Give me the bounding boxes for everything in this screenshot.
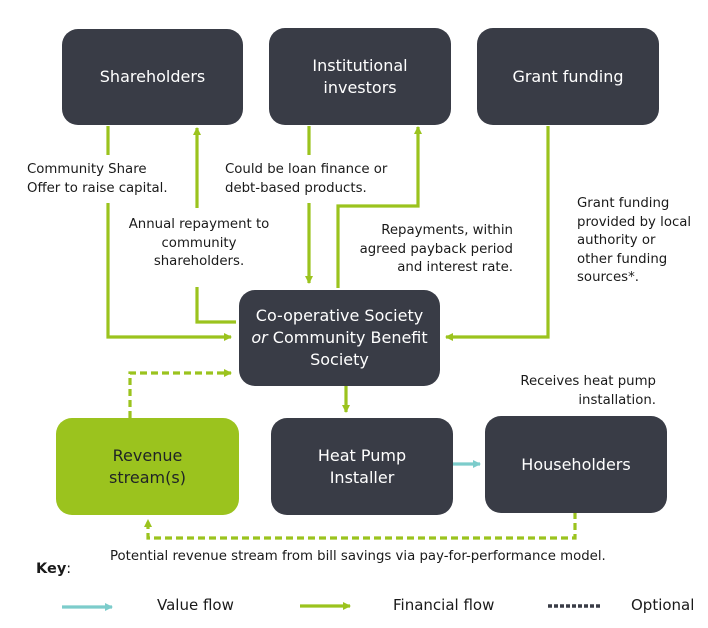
annotation-grant-description: Grant funding provided by local authorit… [577, 196, 692, 285]
node-society-line3: Society [310, 350, 369, 369]
node-society-line1: Co-operative Society [255, 306, 424, 325]
node-shareholders-label: Shareholders [99, 67, 206, 86]
annotation-annual-repayment: Annual repayment to community shareholde… [128, 217, 270, 269]
node-grant-funding-label: Grant funding [512, 66, 624, 86]
node-society-or: or [251, 328, 268, 347]
edge-society-to-shareholders [195, 287, 236, 324]
node-heat-pump-installer-label: Heat Pump Installer [317, 445, 407, 487]
node-revenue-streams: Revenue stream(s) [56, 418, 239, 515]
node-shareholders: Shareholders [62, 29, 243, 125]
node-revenue-streams-label: Revenue stream(s) [109, 445, 186, 487]
annotation-bill-savings: Potential revenue stream from bill savin… [110, 549, 606, 564]
key-title-colon: : [66, 561, 72, 577]
edge-society-to-investors [336, 126, 422, 288]
edge-revenue-to-society [128, 369, 232, 418]
edge-grant-to-society [445, 126, 550, 341]
annotation-repayments: Repayments, within agreed payback period… [359, 223, 513, 275]
key-financial-flow-label: Financial flow [393, 596, 495, 614]
node-society-line2-rest: Community Benefit [267, 328, 428, 347]
node-householders: Householders [485, 416, 667, 513]
node-heat-pump-installer: Heat Pump Installer [271, 418, 453, 515]
edge-householders-to-revenue [144, 512, 577, 540]
key-title-text: Key [36, 561, 67, 577]
node-institutional-investors: Institutional investors [269, 28, 451, 125]
edge-shareholders-to-society-lower [106, 203, 232, 341]
node-householders-label: Householders [521, 454, 631, 474]
annotation-community-share: Community Share Offer to raise capital. [27, 162, 168, 196]
node-grant-funding: Grant funding [477, 28, 659, 125]
node-institutional-investors-label: Institutional investors [312, 55, 408, 97]
annotation-loan-finance: Could be loan finance or debt-based prod… [225, 162, 388, 196]
key-optional-label: Optional [631, 596, 695, 614]
annotation-receives-installation: Receives heat pump installation. [520, 374, 656, 408]
node-society-line2: or Community Benefit [251, 327, 427, 349]
key-title: Key: [36, 561, 71, 577]
node-society: Co-operative Society or Community Benefi… [239, 290, 440, 386]
key-value-flow-label: Value flow [157, 596, 234, 614]
